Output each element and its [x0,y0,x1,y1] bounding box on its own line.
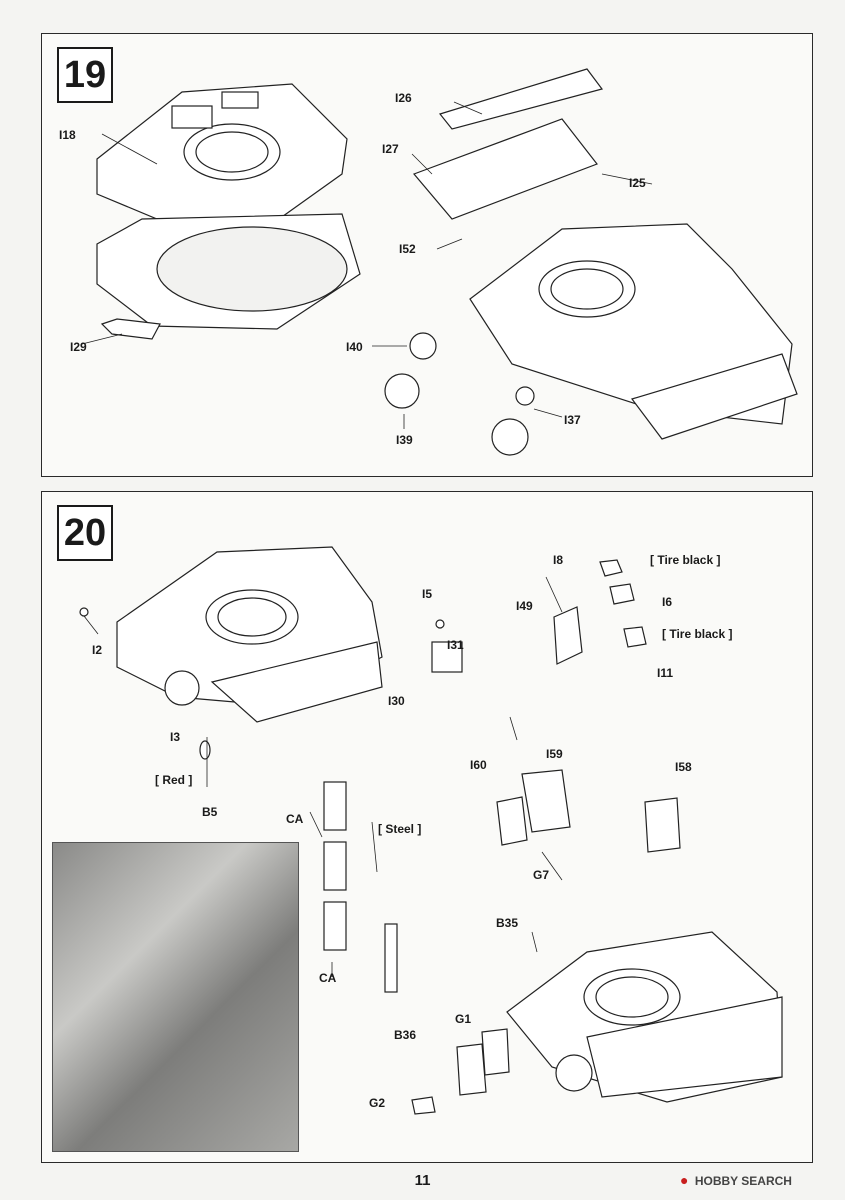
part-label-b5: B5 [202,805,218,819]
part-label-i52: I52 [399,242,416,256]
watermark-brand: HOBBY SEARCH [694,1174,792,1188]
part-label-g7: G7 [533,868,550,882]
part-label-i25: I25 [629,176,646,190]
part-label-g2: G2 [369,1096,386,1110]
part-label-i8: I8 [553,553,564,567]
color-callout-steel: [ Steel ] [378,822,422,836]
part-label-i37: I37 [564,413,581,427]
step-20-illustration [79,546,783,1115]
part-label-i27: I27 [382,142,399,156]
part-label-i11: I11 [657,666,674,680]
page-number: 11 [414,1172,431,1189]
part-label-i58: I58 [675,760,692,774]
part-label-i49: I49 [516,599,533,613]
color-callout-tire-black-2: [ Tire black ] [662,627,733,641]
part-label-g1: G1 [455,1012,472,1026]
part-label-i60: I60 [470,758,487,772]
part-label-ca-2: CA [319,971,337,985]
reference-photo [52,842,299,1152]
part-label-b36: B36 [394,1028,417,1042]
part-label-i3: I3 [170,730,181,744]
part-label-b35: B35 [496,916,519,930]
step-number: 19 [57,47,113,103]
part-label-i59: I59 [546,747,563,761]
hobby-search-logo-icon: ● [680,1172,689,1188]
step-19-panel: 19 [41,33,813,477]
part-label-i40: I40 [346,340,363,354]
part-label-i30: I30 [388,694,405,708]
part-label-i5: I5 [422,587,433,601]
part-label-i29: I29 [70,340,87,354]
part-label-i2: I2 [92,643,103,657]
part-label-i39: I39 [396,433,413,447]
color-callout-tire-black-1: [ Tire black ] [650,553,721,567]
part-label-ca-1: CA [286,812,304,826]
part-label-i26: I26 [395,91,412,105]
hobby-search-watermark: ● HOBBY SEARCH [680,1172,792,1188]
step-19-illustration [81,68,798,456]
color-callout-red: [ Red ] [155,773,193,787]
step-number: 20 [57,505,113,561]
step-20-panel: 20 [41,491,813,1163]
part-label-i18: I18 [59,128,76,142]
part-label-i6: I6 [662,595,673,609]
part-label-i31: I31 [447,638,464,652]
